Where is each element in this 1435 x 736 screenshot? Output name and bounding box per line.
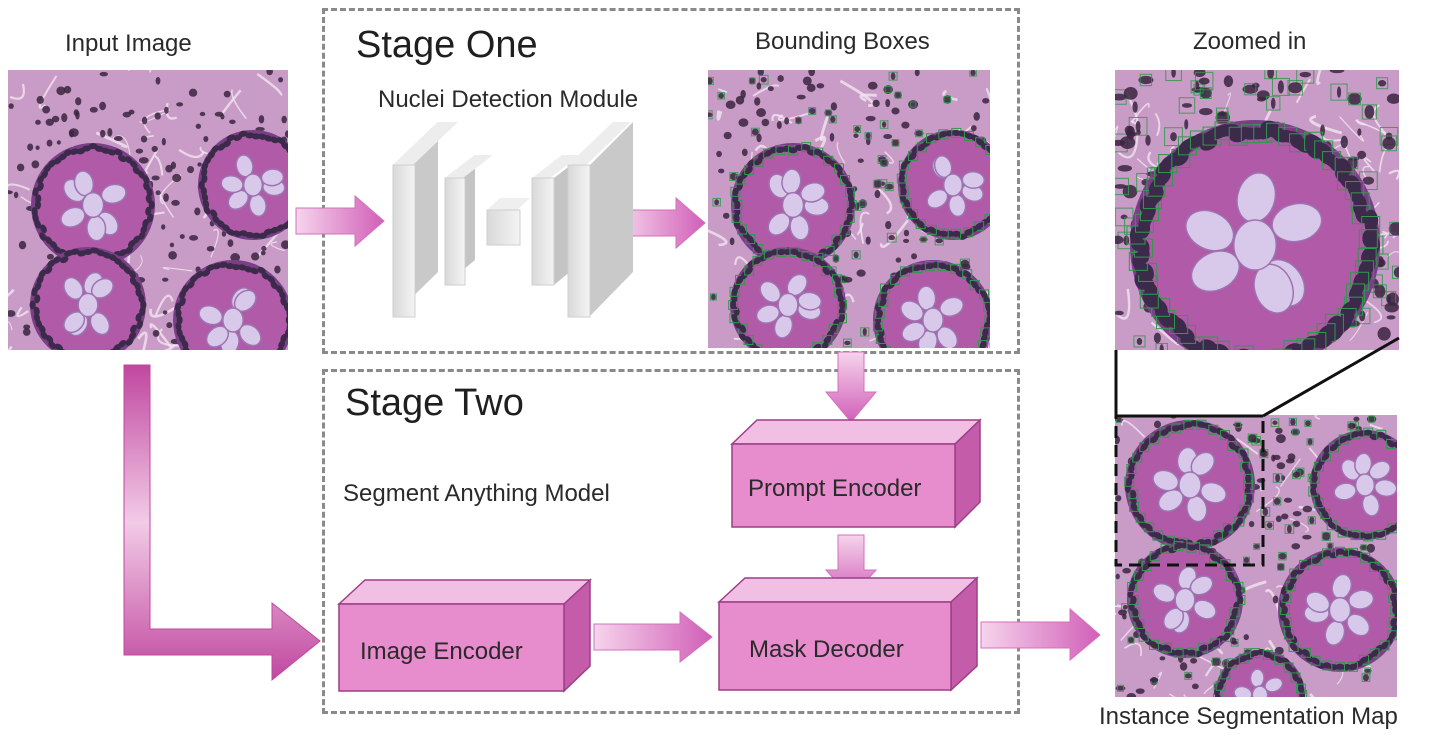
- mask-decoder-block: [717, 576, 979, 692]
- instance-segmentation-map-image: [1115, 415, 1397, 697]
- arrow-boxes-to-prompt-encoder: [824, 351, 878, 423]
- image-encoder-label: Image Encoder: [360, 638, 523, 665]
- stage-two-box: [322, 369, 1020, 714]
- stage-one-box: [322, 8, 1020, 354]
- encoder-decoder-cnn-icon: [392, 122, 633, 318]
- stage-one-title: Stage One: [356, 24, 538, 66]
- bounding-boxes-label: Bounding Boxes: [755, 28, 930, 55]
- mask-decoder-label: Mask Decoder: [749, 636, 904, 663]
- arrow-input-to-image-encoder: [123, 364, 321, 682]
- bounding-boxes-image: [708, 70, 990, 348]
- stage-two-title: Stage Two: [345, 382, 524, 424]
- nuclei-detection-module-label: Nuclei Detection Module: [378, 86, 639, 113]
- zoom-connector: [1114, 336, 1400, 567]
- arrow-mask-decoder-to-output: [980, 607, 1101, 662]
- input-image: [8, 70, 288, 350]
- image-encoder-block: [337, 578, 592, 693]
- prompt-encoder-block: [730, 418, 982, 529]
- segment-anything-model-label: Segment Anything Model: [343, 480, 610, 507]
- prompt-encoder-label: Prompt Encoder: [748, 475, 922, 502]
- instance-segmentation-map-label: Instance Segmentation Map: [1099, 703, 1398, 730]
- arrow-input-to-detector: [295, 194, 385, 248]
- input-image-label: Input Image: [65, 30, 192, 57]
- arrow-image-encoder-to-mask-decoder: [593, 610, 713, 664]
- zoomed-in-image: [1115, 70, 1399, 350]
- zoomed-in-label: Zoomed in: [1193, 28, 1307, 55]
